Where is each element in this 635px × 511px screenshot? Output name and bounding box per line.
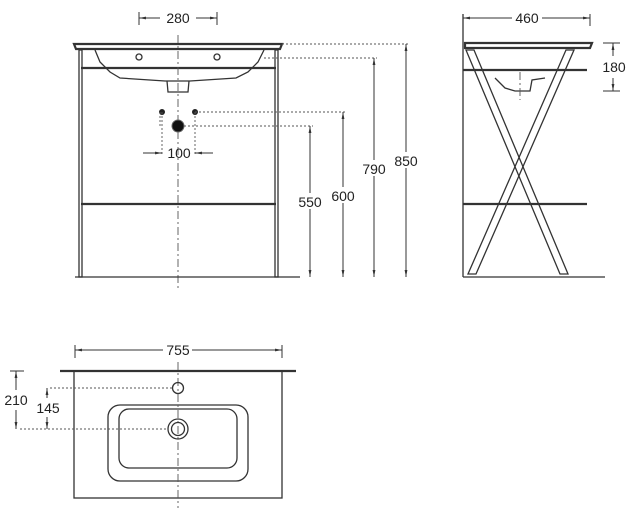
cross-leg-b bbox=[467, 49, 575, 275]
left-leg bbox=[78, 49, 83, 278]
tap-hole-right bbox=[213, 53, 221, 61]
countertop bbox=[72, 42, 284, 51]
right-leg bbox=[274, 49, 279, 278]
dim-550: 550 bbox=[298, 194, 322, 210]
dim-755: 755 bbox=[166, 342, 190, 358]
drain-outlet bbox=[171, 119, 185, 133]
dim-210: 210 bbox=[4, 392, 28, 408]
dim-790: 790 bbox=[362, 161, 386, 177]
basin-outline bbox=[94, 49, 265, 82]
dim-280: 280 bbox=[166, 10, 190, 26]
tap-hole-left bbox=[135, 53, 143, 61]
dim-850: 850 bbox=[394, 153, 418, 169]
dim-600: 600 bbox=[331, 188, 355, 204]
drain-ring bbox=[167, 418, 189, 440]
dim-180: 180 bbox=[602, 59, 626, 75]
cross-leg-a bbox=[465, 49, 569, 275]
drain-hole bbox=[170, 421, 186, 437]
basin-bowl-inner bbox=[118, 408, 238, 469]
dim-100: 100 bbox=[167, 145, 191, 161]
tap-hole bbox=[171, 381, 185, 395]
dim-145: 145 bbox=[36, 400, 60, 416]
plan-view: 755 210 145 bbox=[4, 342, 296, 508]
drain-trap bbox=[166, 80, 190, 93]
dim-460: 460 bbox=[515, 10, 539, 26]
side-countertop bbox=[463, 41, 594, 50]
side-basin bbox=[494, 77, 546, 92]
side-view: 460 180 bbox=[462, 10, 626, 278]
front-view: 280 100 550 600 790 850 bbox=[72, 10, 419, 288]
